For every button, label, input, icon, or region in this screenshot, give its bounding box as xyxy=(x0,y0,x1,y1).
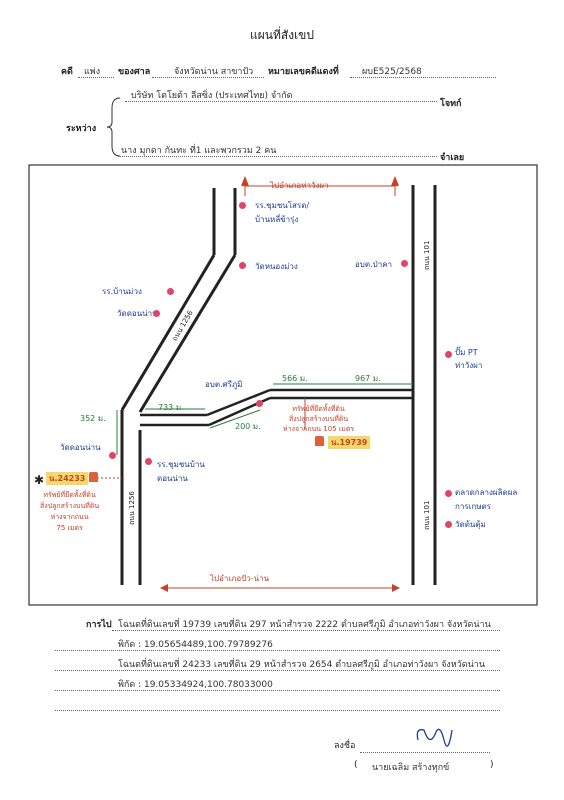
road-1256-vertical: ถนน 1256 xyxy=(128,491,136,525)
landmark-temple-3: วัดดอนน่าน xyxy=(60,443,101,452)
signer-name: นายเฉลิม สร้างทุกข์ xyxy=(372,763,450,773)
distance-label: 200 ม. xyxy=(235,422,261,431)
top-direction-label: ไปอำเภอท่าวังผา xyxy=(270,181,329,190)
land-2-note: ทรัพย์ที่ยึดทั้งที่ดิน สิ่งปลูกสร้างบนที… xyxy=(40,491,100,532)
paren-close: ) xyxy=(490,760,494,770)
case-number: ผบE525/2568 xyxy=(362,67,422,77)
directions-line-1: โฉนดที่ดินเลขที่ 19739 เลขที่ดิน 297 หน้… xyxy=(118,620,491,630)
defendant-name: นาง มุกดา กันทะ ที่1 และพวกรวม 2 คน xyxy=(121,146,277,156)
landmark-temple-1: วัดหนองม่วง xyxy=(255,262,298,271)
paren-open: ( xyxy=(354,760,358,770)
landmark-dot xyxy=(153,310,160,317)
landmark-dot xyxy=(445,521,452,528)
distance-label: 733 ม. xyxy=(158,403,184,412)
landmark-school-2: รร.บ้านม่วง xyxy=(102,287,142,296)
land-1-note: ทรัพย์ที่ยึดทั้งที่ดิน สิ่งปลูกสร้างบนที… xyxy=(283,405,355,433)
landmark-dot xyxy=(239,262,246,269)
directions-line-2: พิกัด : 19.05654489,100.79789276 xyxy=(118,640,273,650)
landmark-dot xyxy=(445,490,452,497)
plaintiff-name: บริษัท โตโยต้า ลีสซิ่ง (ประเทศไทย) จำกัด xyxy=(131,91,293,101)
sign-label: ลงชื่อ xyxy=(334,741,356,751)
distance-label: 566 ม. xyxy=(282,374,308,383)
landmark-school-3: รร.ชุมชนบ้าน ดอนน่าน xyxy=(157,460,205,483)
landmark-market: ตลาดกลางผลิตผล การเกษตร xyxy=(455,488,518,511)
brace-icon xyxy=(106,97,121,157)
landmark-gas-station: ปั๊ม PT ท่าวังผา xyxy=(455,348,483,370)
landmark-temple-2: วัดดอนน่าน xyxy=(117,309,158,318)
landmark-dot xyxy=(256,400,263,407)
land-1-label: น.19739 xyxy=(328,436,371,449)
case-label: คดี xyxy=(61,67,73,77)
plaintiff-role: โจทก์ xyxy=(440,99,462,109)
landmark-dot xyxy=(167,288,174,295)
landmark-dot xyxy=(401,260,408,267)
landmark-dot xyxy=(239,202,246,209)
court-name: จังหวัดน่าน สาขาปัว xyxy=(174,67,254,77)
house-icon xyxy=(89,472,98,482)
landmark-dot xyxy=(145,458,152,465)
asterisk-icon: ✱ xyxy=(34,473,45,487)
landmark-dot xyxy=(445,351,452,358)
house-icon xyxy=(315,436,324,446)
road-101-top: ถนน 101 xyxy=(423,240,431,270)
directions-line-3: โฉนดที่ดินเลขที่ 24233 เลขที่ดิน 29 หน้า… xyxy=(118,660,485,670)
bottom-direction-label: ไปอำเภอปัว-น่าน xyxy=(210,574,270,583)
road-101-bottom: ถนน 101 xyxy=(423,500,431,530)
land-2-label: น.24233 xyxy=(46,472,89,485)
landmark-dot xyxy=(109,452,116,459)
court-label: ของศาล xyxy=(118,67,151,77)
between-label: ระหว่าง xyxy=(66,124,97,134)
landmark-office-2: อบต.ศรีภูมิ xyxy=(205,380,243,389)
distance-label: 967 ม. xyxy=(355,374,381,383)
case-type: แพ่ง xyxy=(84,67,101,77)
landmark-office-1: อบต.ป่าคา xyxy=(355,260,393,269)
page-title: แผนที่สังเขป xyxy=(250,28,314,42)
case-number-label: หมายเลขคดีแดงที่ xyxy=(268,67,339,77)
go-label: การไป xyxy=(86,620,112,630)
directions-line-4: พิกัด : 19.05334924,100.78033000 xyxy=(118,680,273,690)
defendant-role: จำเลย xyxy=(440,153,465,163)
landmark-temple-4: วัดต้นตุ้ม xyxy=(455,520,486,529)
landmark-school-1: รร.ชุมชนโสรด/ บ้านหลี่ข้ารุ่ง xyxy=(255,201,310,224)
distance-label: 352 ม. xyxy=(80,414,106,423)
